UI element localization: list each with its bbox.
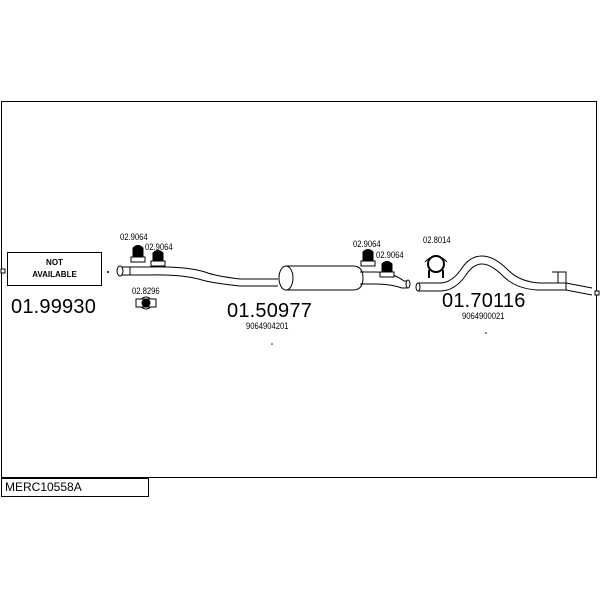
- hanger-1-icon: [130, 245, 146, 263]
- hanger-2-icon: [150, 250, 166, 267]
- part-number-2: 01.50977: [227, 300, 313, 322]
- not-available-line2: AVAILABLE: [32, 270, 77, 279]
- accessory-label-3: 02.8296: [132, 286, 160, 296]
- hanger-4-icon: [379, 261, 395, 278]
- accessory-label-4: 02.9064: [353, 239, 381, 249]
- bracket-icon: [424, 255, 448, 278]
- oem-number-2: 9064904201: [246, 321, 289, 331]
- front-pipe: [116, 265, 278, 287]
- not-available-line1: NOT: [46, 258, 63, 267]
- model-code: MERC10558A: [5, 480, 82, 494]
- muffler: [278, 265, 411, 291]
- accessory-label-5: 02.9064: [376, 250, 404, 260]
- part-number-1: 01.99930: [11, 296, 97, 318]
- accessory-label-2: 02.9064: [145, 242, 173, 252]
- accessory-label-6: 02.8014: [423, 235, 451, 245]
- edge-marker-right: [594, 290, 600, 296]
- rear-pipe: [415, 255, 593, 296]
- oem-number-3: 9064900021: [462, 311, 505, 321]
- hanger-3-icon: [360, 249, 376, 267]
- clamp-icon: [135, 296, 157, 310]
- diagram-frame: [1, 101, 597, 478]
- accessory-label-1: 02.9064: [120, 232, 148, 242]
- edge-marker-left: [0, 268, 6, 274]
- model-code-box: MERC10558A: [1, 478, 149, 497]
- not-available-box: NOT AVAILABLE: [7, 252, 102, 286]
- part-number-3: 01.70116: [442, 290, 526, 312]
